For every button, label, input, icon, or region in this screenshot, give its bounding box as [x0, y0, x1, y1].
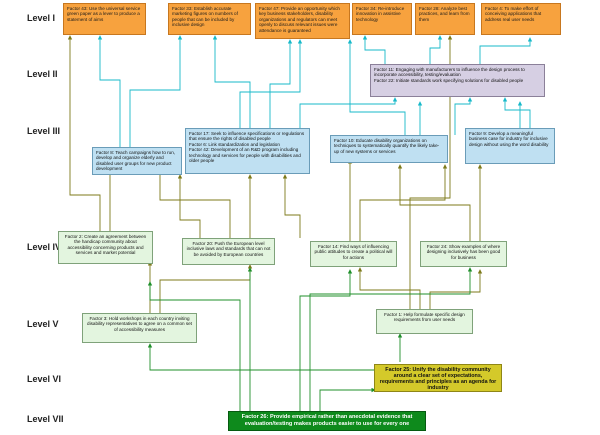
- factor-26-text: Factor 26: Provide empirical rather than…: [241, 414, 413, 427]
- factor-2-box[interactable]: Factor 2: Create an agreement between th…: [58, 231, 153, 264]
- factor-9-text: Factor 9: Develop a meaningful business …: [469, 131, 549, 147]
- factor-34-box[interactable]: Factor 34: Re-introduce innovation in as…: [352, 3, 412, 35]
- factor-28-box[interactable]: Factor 28: Analyze best practices, and l…: [415, 3, 475, 35]
- factor-1-box[interactable]: Factor 1: Help formulate specific design…: [376, 309, 473, 334]
- factor-47-text: Factor 47: Provide an opportunity which …: [259, 6, 340, 33]
- factor-34-text: Factor 34: Re-introduce innovation in as…: [356, 6, 405, 22]
- factor-17-6-42-box[interactable]: Factor 17: Seek to influence specificati…: [185, 128, 310, 174]
- factor-11-22-box[interactable]: Factor 11: Engaging with manufacturers t…: [370, 64, 545, 97]
- factor-14-text: Factor 14: Find ways of influencing publ…: [314, 244, 393, 260]
- level-label-4: Level IV: [27, 242, 62, 252]
- factor-20-text: Factor 20: Push the European level inclu…: [186, 241, 271, 257]
- factor-28-text: Factor 28: Analyze best practices, and l…: [419, 6, 470, 22]
- factor-4-box[interactable]: Factor 4: To make effort of conceiving a…: [481, 3, 561, 35]
- level-label-1: Level I: [27, 13, 56, 23]
- factor-20-box[interactable]: Factor 20: Push the European level inclu…: [182, 238, 275, 265]
- factor-26-box[interactable]: Factor 26: Provide empirical rather than…: [228, 411, 426, 431]
- level-label-7: Level VII: [27, 414, 64, 424]
- factor-10-box[interactable]: Factor 10: Educate disability organizati…: [330, 135, 448, 163]
- factor-43-text: Factor 43: Use the universal service gre…: [67, 6, 141, 22]
- factor-25-text: Factor 25: Unify the disability communit…: [379, 367, 497, 391]
- factor-8-box[interactable]: Factor 8: Teach campaigns how to run, de…: [92, 147, 182, 175]
- factor-33-text: Factor 33: Establish accurate marketing …: [172, 6, 238, 28]
- factor-11-22-text: Factor 11: Engaging with manufacturers t…: [374, 67, 525, 83]
- factor-1-text: Factor 1: Help formulate specific design…: [384, 312, 465, 323]
- factor-24-box[interactable]: Factor 24: Show examples of where design…: [420, 241, 507, 267]
- factor-8-text: Factor 8: Teach campaigns how to run, de…: [96, 150, 176, 172]
- factor-17-6-42-text: Factor 17: Seek to influence specificati…: [189, 131, 305, 164]
- factor-9-box[interactable]: Factor 9: Develop a meaningful business …: [465, 128, 555, 164]
- factor-3-box[interactable]: Factor 3: Hold workshops in each country…: [82, 313, 197, 343]
- factor-4-text: Factor 4: To make effort of conceiving a…: [485, 6, 542, 22]
- level-label-2: Level II: [27, 69, 58, 79]
- factor-33-box[interactable]: Factor 33: Establish accurate marketing …: [168, 3, 251, 35]
- factor-2-text: Factor 2: Create an agreement between th…: [64, 234, 147, 256]
- factor-43-box[interactable]: Factor 43: Use the universal service gre…: [63, 3, 146, 35]
- level-label-3: Level III: [27, 126, 61, 136]
- factor-25-box[interactable]: Factor 25: Unify the disability communit…: [374, 364, 502, 392]
- factor-24-text: Factor 24: Show examples of where design…: [426, 244, 501, 260]
- level-label-6: Level VI: [27, 374, 62, 384]
- factor-10-text: Factor 10: Educate disability organizati…: [334, 138, 440, 154]
- factor-47-box[interactable]: Factor 47: Provide an opportunity which …: [255, 3, 350, 39]
- factor-14-box[interactable]: Factor 14: Find ways of influencing publ…: [310, 241, 397, 267]
- level-label-5: Level V: [27, 319, 59, 329]
- factor-3-text: Factor 3: Hold workshops in each country…: [87, 316, 192, 332]
